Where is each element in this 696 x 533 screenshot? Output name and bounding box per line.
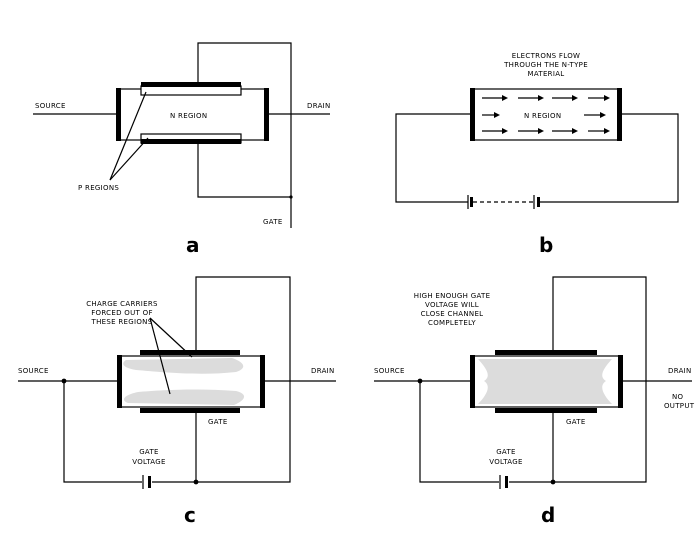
source-contact [116,88,121,141]
drain-contact [617,88,622,141]
p-pointer-bottom [109,137,149,181]
note-line-1: ELECTRONS FLOW [512,52,581,60]
gate-wire-bottom [197,144,291,198]
output-line-2: OUTPUT [664,402,695,410]
source-return [419,381,499,483]
gate-voltage-line-2: VOLTAGE [489,458,522,466]
p-regions-label: P REGIONS [78,184,119,192]
gate-plate-bottom [495,408,597,413]
drain-contact [618,355,623,408]
circuit-right [540,113,679,203]
source-contact [470,88,475,141]
battery-plate-short [505,476,508,488]
output-line-1: NO [672,393,684,401]
source-contact [470,355,475,408]
p-region-top [140,85,242,96]
note-line-2: VOLTAGE WILL [425,301,479,309]
gate-wire-top [552,276,647,483]
drain-label: DRAIN [311,367,335,375]
gate-plate-bottom [141,139,241,144]
gate-junction [289,195,293,199]
gate-label: GATE [566,418,586,426]
junction-gate [550,479,556,485]
panel-d: SOURCE DRAIN GATE GATE VOLTAGE HIGH ENOU… [374,276,695,527]
panel-c: SOURCE DRAIN GATE GATE VOLTAGE CHARGE CA… [18,276,336,527]
gate-plate-bottom [140,408,240,413]
junction-source [417,378,423,384]
source-return [63,381,142,483]
source-label: SOURCE [374,367,405,375]
gate-label: GATE [208,418,228,426]
note-line-2: THROUGH THE N-TYPE [503,61,588,69]
gate-wire-top [195,276,291,483]
source-label: SOURCE [18,367,49,375]
battery-plate-short-2 [537,197,540,207]
note-line-1: CHARGE CARRIERS [86,300,158,308]
electron-arrows [482,95,610,134]
panel-b: ELECTRONS FLOW THROUGH THE N-TYPE MATERI… [395,52,679,257]
drain-contact [264,88,269,141]
gate-plate-top [140,350,240,355]
junction-gate [193,479,199,485]
note-line-3: THESE REGIONS [91,318,153,326]
gate-voltage-line-2: VOLTAGE [132,458,165,466]
battery-plate-short [148,476,151,488]
drain-contact [260,355,265,408]
panel-a: SOURCE DRAIN N REGION P REGIONS GATE a [33,42,331,257]
region-label: N REGION [524,112,561,120]
panel-letter: d [541,503,555,527]
note-pointer-top [149,317,193,358]
panel-letter: a [186,233,200,257]
depletion-top [123,358,244,374]
gate-plate-top [141,82,241,87]
battery-plate-short [470,197,473,207]
note-line-2: FORCED OUT OF [91,309,153,317]
p-pointer-top [109,91,147,181]
gate-wire-top [197,42,292,228]
note-pointer-bottom [149,317,171,395]
gate-voltage-line-1: GATE [496,448,516,456]
note-line-3: MATERIAL [528,70,565,78]
junction-source [61,378,67,384]
drain-label: DRAIN [668,367,692,375]
source-contact [117,355,122,408]
gate-plate-top [495,350,597,355]
panel-letter: b [539,233,553,257]
region-label: N REGION [170,112,207,120]
gate-voltage-line-1: GATE [139,448,159,456]
note-line-1: HIGH ENOUGH GATE [414,292,491,300]
depletion-bottom [123,389,245,405]
note-line-4: COMPLETELY [428,319,476,327]
panel-letter: c [184,503,196,527]
source-label: SOURCE [35,102,66,110]
note-line-3: CLOSE CHANNEL [421,310,484,318]
gate-label: GATE [263,218,283,226]
circuit-left [395,113,472,203]
drain-label: DRAIN [307,102,331,110]
depletion-closed [478,359,612,404]
